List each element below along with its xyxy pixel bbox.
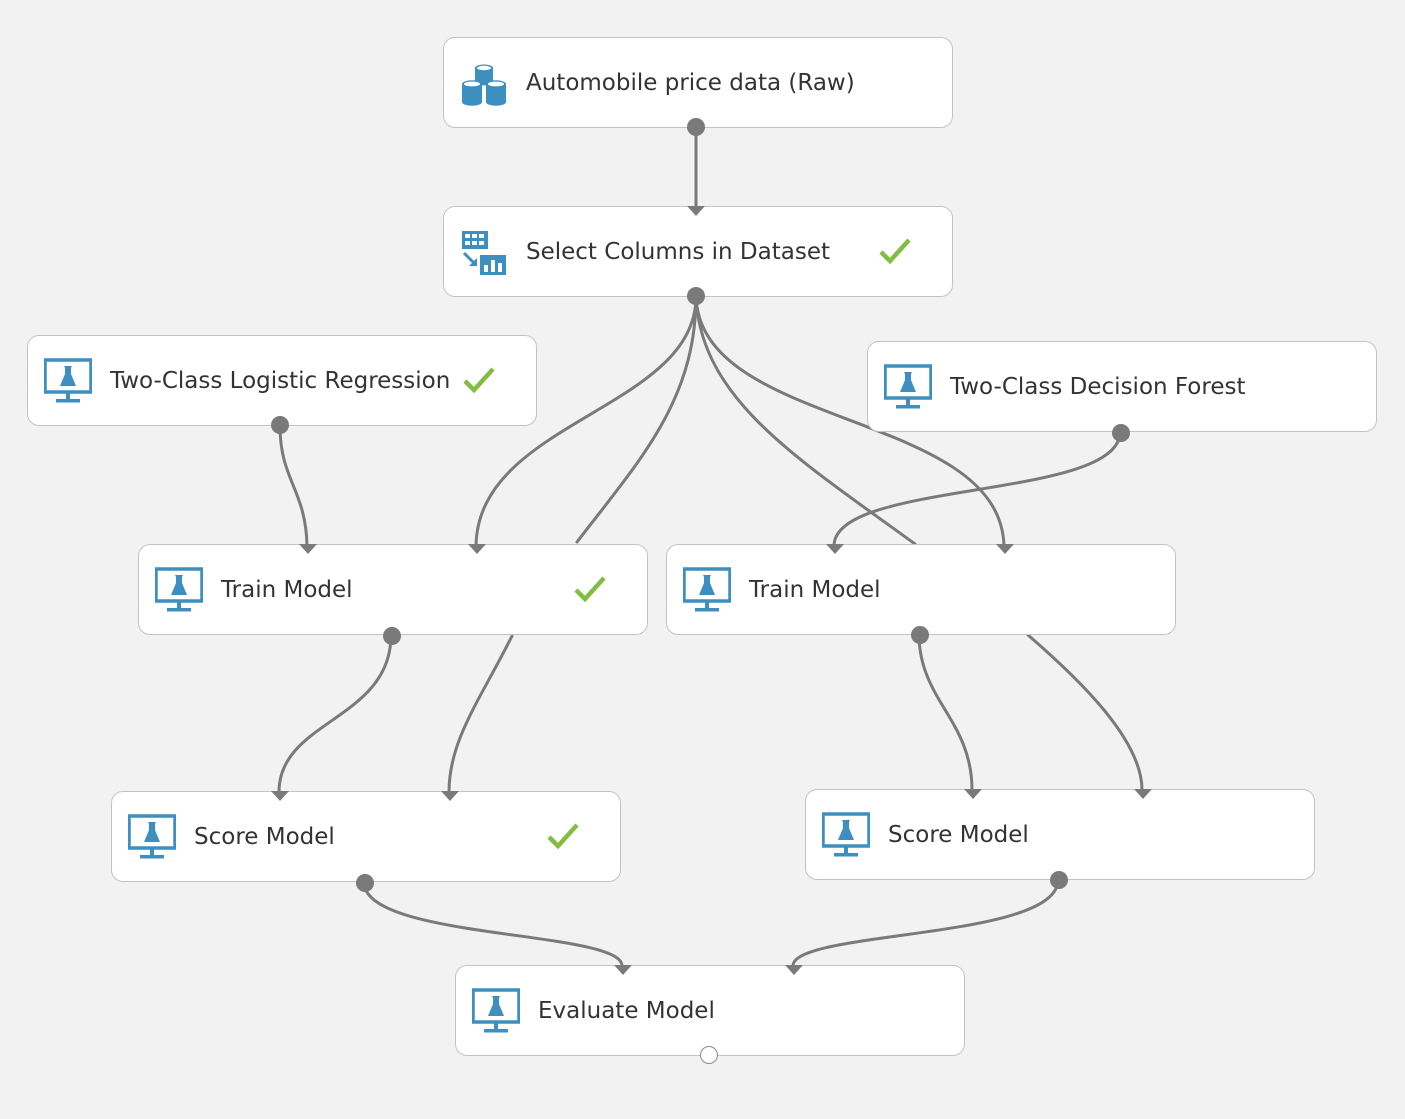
output-port[interactable] (700, 1046, 718, 1064)
checkmark-icon (546, 821, 580, 851)
wire-train1-to-score1-left (277, 633, 393, 794)
input-port-trained-model[interactable] (271, 791, 289, 801)
select-columns-icon (460, 229, 508, 277)
input-port-untrained-model[interactable] (299, 544, 317, 554)
wire-score2-to-evaluate-right (791, 878, 1060, 968)
dataset-icon (460, 60, 508, 108)
checkmark-icon (573, 574, 607, 604)
output-port[interactable] (271, 416, 289, 434)
input-port-scored-dataset-to-compare[interactable] (785, 965, 803, 975)
input-port-untrained-model[interactable] (826, 544, 844, 554)
output-port[interactable] (1050, 871, 1068, 889)
wire-forest-to-train2-left (832, 430, 1122, 548)
input-port-dataset[interactable] (468, 544, 486, 554)
experiment-module-icon (883, 364, 933, 412)
node-label: Score Model (194, 823, 335, 850)
wire-train2-to-score2-left (917, 632, 974, 792)
input-port[interactable] (687, 206, 705, 216)
node-evaluate-model[interactable]: Evaluate Model (455, 965, 965, 1064)
experiment-module-icon (471, 988, 521, 1036)
wire-logreg-to-train1-left (278, 424, 309, 548)
experiment-module-icon (43, 358, 93, 406)
node-select-columns[interactable]: Select Columns in Dataset (443, 206, 953, 305)
wire-select-to-score1-right (575, 294, 698, 544)
wire-score1-to-evaluate-left (362, 880, 624, 968)
output-port[interactable] (687, 287, 705, 305)
checkmark-icon (462, 365, 496, 395)
node-train-model-1[interactable]: Train Model (138, 544, 648, 645)
experiment-module-icon (821, 812, 871, 860)
experiment-module-icon (682, 567, 732, 615)
wire-select-through-score1-right (447, 634, 514, 794)
node-label: Two-Class Decision Forest (950, 373, 1246, 400)
node-label: Score Model (888, 821, 1029, 848)
output-port[interactable] (356, 874, 374, 892)
input-port-trained-model[interactable] (964, 789, 982, 799)
input-port-dataset[interactable] (441, 791, 459, 801)
output-port[interactable] (687, 118, 705, 136)
input-port-dataset[interactable] (996, 544, 1014, 554)
experiment-module-icon (154, 567, 204, 615)
node-label: Automobile price data (Raw) (526, 69, 855, 96)
output-port[interactable] (1112, 424, 1130, 442)
output-port[interactable] (383, 627, 401, 645)
output-port[interactable] (911, 626, 929, 644)
experiment-module-icon (127, 814, 177, 862)
node-two-class-logistic-regression[interactable]: Two-Class Logistic Regression (27, 335, 537, 434)
node-label: Select Columns in Dataset (526, 238, 830, 265)
input-port-dataset[interactable] (1134, 789, 1152, 799)
node-label: Two-Class Logistic Regression (110, 367, 451, 394)
node-score-model-2[interactable]: Score Model (805, 789, 1315, 889)
node-automobile-price-data[interactable]: Automobile price data (Raw) (443, 37, 953, 136)
node-train-model-2[interactable]: Train Model (666, 544, 1176, 644)
wire-select-through-score2-right (1026, 633, 1144, 792)
node-label: Train Model (221, 576, 353, 603)
node-label: Evaluate Model (538, 997, 715, 1024)
node-two-class-decision-forest[interactable]: Two-Class Decision Forest (867, 341, 1377, 442)
node-label: Train Model (749, 576, 881, 603)
input-port-scored-dataset[interactable] (614, 965, 632, 975)
checkmark-icon (878, 236, 912, 266)
node-score-model-1[interactable]: Score Model (111, 791, 621, 892)
